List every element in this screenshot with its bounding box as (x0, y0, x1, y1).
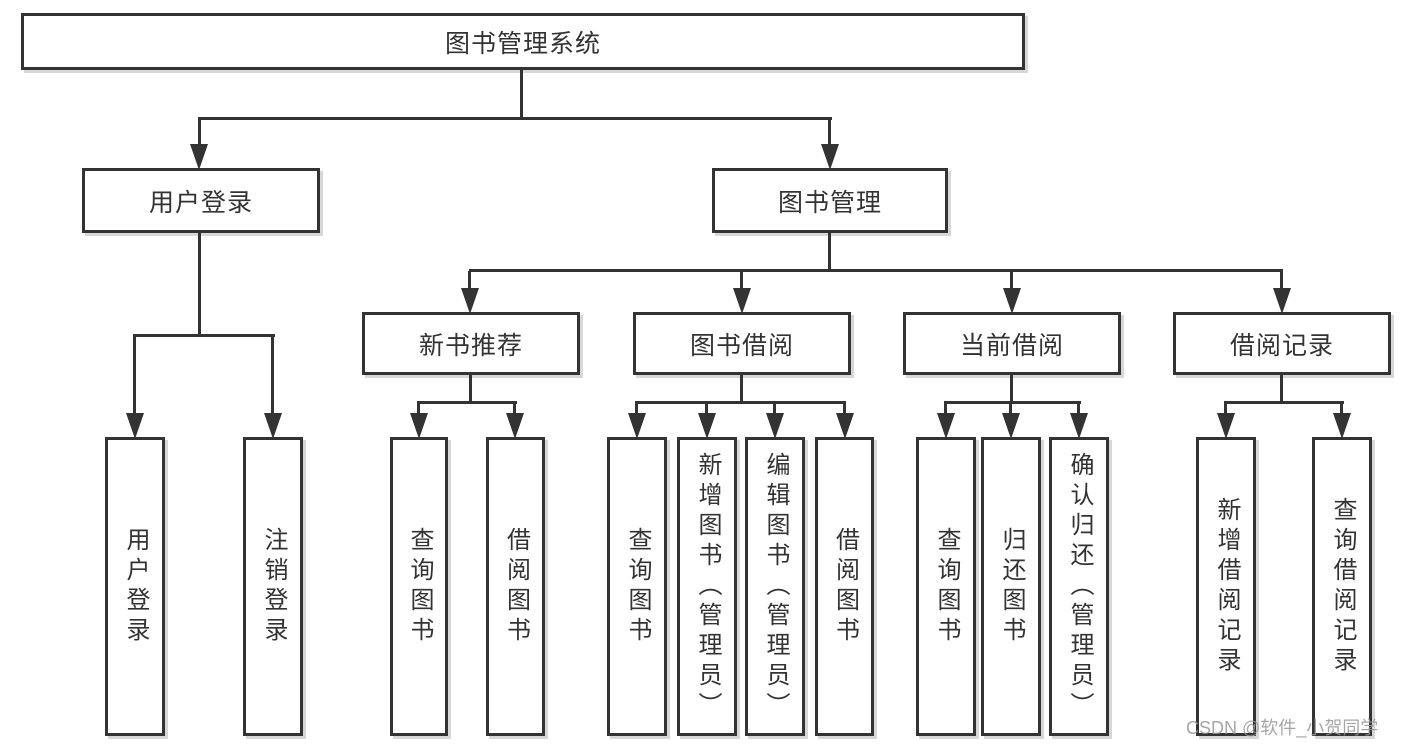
connector-arrow-borrow-book-2-line (843, 403, 846, 415)
connector-arrow-query-book-1-line (417, 403, 420, 415)
leaf-confirm-return: 确认归还（管理员） (1049, 437, 1109, 736)
leaf-query-book-3-label: 查询图书 (933, 526, 960, 647)
leaf-add-book: 新增图书（管理员） (677, 437, 737, 736)
connector-arrow-book-mgmt-line (828, 120, 831, 146)
connector-book-borrow-drop (740, 373, 743, 403)
node-new-book-rec-label: 新书推荐 (418, 331, 523, 360)
arrowhead-user-login (190, 144, 208, 170)
connector-branch-level2 (198, 117, 832, 120)
connector-arrow-new-book-rec-line (468, 271, 471, 290)
arrowhead-book-borrow (733, 288, 751, 314)
connector-arrow-add-record-line (1224, 403, 1227, 415)
connector-arrow-query-record-line (1340, 403, 1343, 415)
node-borrow-records-label: 借阅记录 (1229, 331, 1334, 360)
connector-user-login-drop (198, 231, 201, 336)
connector-arrow-user-login-line (198, 120, 201, 146)
leaf-query-record-label: 查询借阅记录 (1329, 496, 1356, 677)
leaf-borrow-book-1-label: 借阅图书 (502, 526, 530, 647)
connector-split-new-book-rec (417, 401, 517, 404)
arrowhead-query-book-3 (937, 413, 955, 439)
leaf-borrow-book-2-label: 借阅图书 (831, 526, 859, 647)
arrowhead-query-book-1 (410, 413, 428, 439)
connector-arrow-leaf-logout-line (271, 336, 274, 415)
node-book-mgmt: 图书管理 (712, 168, 948, 233)
leaf-user-login-label: 用户登录 (122, 526, 149, 647)
node-current-borrow: 当前借阅 (903, 312, 1121, 375)
connector-arrow-add-book-line (705, 403, 708, 415)
leaf-logout: 注销登录 (243, 437, 303, 736)
connector-split-borrow-records (1224, 401, 1344, 404)
arrowhead-current-borrow (1003, 288, 1021, 314)
arrowhead-query-record (1333, 413, 1351, 439)
node-user-login-label: 用户登录 (148, 188, 253, 217)
node-current-borrow-label: 当前借阅 (959, 331, 1064, 360)
connector-arrow-confirm-return-line (1077, 403, 1080, 415)
connector-arrow-leaf-user-login-line (133, 336, 136, 415)
arrowhead-add-book (698, 413, 716, 439)
connector-new-book-rec-drop (469, 373, 472, 403)
arrowhead-borrow-book-1 (506, 413, 524, 439)
node-borrow-records: 借阅记录 (1173, 312, 1391, 375)
arrowhead-leaf-logout (264, 413, 282, 439)
connector-book-mgmt-drop (828, 231, 831, 271)
node-root-label: 图书管理系统 (444, 29, 601, 58)
arrowhead-new-book-rec (461, 288, 479, 314)
node-user-login: 用户登录 (82, 168, 320, 233)
connector-borrow-records-drop (1280, 373, 1283, 403)
arrowhead-return-book (1002, 413, 1020, 439)
leaf-query-book-3: 查询图书 (916, 437, 976, 736)
leaf-query-book-1: 查询图书 (390, 437, 448, 736)
leaf-borrow-book-2: 借阅图书 (815, 437, 874, 736)
leaf-add-record-label: 新增借阅记录 (1213, 496, 1240, 677)
node-book-mgmt-label: 图书管理 (777, 188, 882, 217)
connector-arrow-borrow-book-1-line (513, 403, 516, 415)
connector-split-book-borrow (635, 401, 846, 404)
arrowhead-leaf-user-login (126, 413, 144, 439)
connector-split-current-borrow (944, 401, 1081, 404)
leaf-query-book-2: 查询图书 (607, 437, 667, 736)
node-new-book-rec: 新书推荐 (362, 312, 580, 375)
arrowhead-add-record (1217, 413, 1235, 439)
leaf-query-book-1-label: 查询图书 (406, 526, 433, 647)
leaf-query-book-2-label: 查询图书 (624, 526, 651, 647)
leaf-edit-book-label: 编辑图书（管理员） (762, 451, 789, 722)
arrowhead-edit-book (766, 413, 784, 439)
connector-root-drop (520, 68, 523, 120)
leaf-confirm-return-label: 确认归还（管理员） (1066, 451, 1093, 722)
arrowhead-borrow-records (1273, 288, 1291, 314)
arrowhead-borrow-book-2 (836, 413, 854, 439)
leaf-borrow-book-1: 借阅图书 (486, 437, 545, 736)
connector-arrow-book-borrow-line (740, 271, 743, 290)
leaf-logout-label: 注销登录 (260, 526, 287, 647)
connector-split-user-login (133, 334, 275, 337)
arrowhead-confirm-return (1070, 413, 1088, 439)
connector-arrow-borrow-records-line (1280, 271, 1283, 290)
leaf-query-record: 查询借阅记录 (1312, 437, 1372, 736)
node-book-borrow-label: 图书借阅 (689, 331, 794, 360)
leaf-return-book: 归还图书 (981, 437, 1041, 736)
connector-arrow-current-borrow-line (1010, 271, 1013, 290)
leaf-add-book-label: 新增图书（管理员） (694, 451, 721, 722)
leaf-user-login: 用户登录 (105, 437, 165, 736)
node-root: 图书管理系统 (21, 13, 1025, 70)
leaf-add-record: 新增借阅记录 (1196, 437, 1256, 736)
node-book-borrow: 图书借阅 (633, 312, 851, 375)
leaf-edit-book: 编辑图书（管理员） (745, 437, 805, 736)
connector-branch-level3 (469, 269, 1283, 272)
connector-arrow-edit-book-line (773, 403, 776, 415)
csdn-watermark: CSDN @软件_小贺同学 (1186, 718, 1379, 738)
connector-arrow-return-book-line (1009, 403, 1012, 415)
connector-arrow-query-book-2-line (635, 403, 638, 415)
leaf-return-book-label: 归还图书 (998, 526, 1025, 647)
arrowhead-book-mgmt (821, 144, 839, 170)
connector-arrow-query-book-3-line (944, 403, 947, 415)
arrowhead-query-book-2 (628, 413, 646, 439)
connector-current-borrow-drop (1010, 373, 1013, 403)
